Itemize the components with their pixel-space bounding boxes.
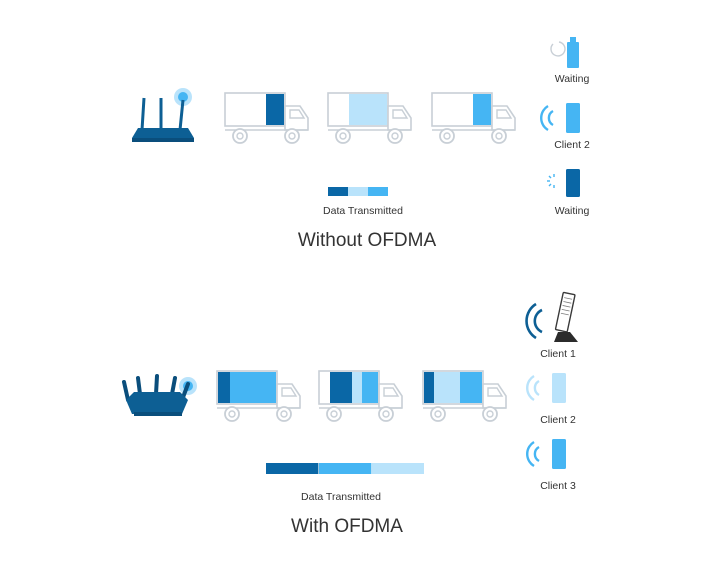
client-top-1-label: Waiting — [554, 73, 590, 85]
cargo-block — [329, 94, 349, 125]
client-bottom-2-label: Client 2 — [540, 414, 576, 426]
usb-adapter-waiting-icon — [550, 37, 579, 68]
data-transmitted-label: Data Transmitted — [301, 491, 381, 503]
cargo-block — [352, 372, 362, 403]
usb-adapter-client-1-icon — [525, 291, 578, 342]
cargo-block — [424, 372, 434, 403]
cargo-block — [460, 372, 482, 403]
cargo-block — [433, 94, 453, 125]
cargo-block — [226, 94, 246, 125]
truck-top-3 — [431, 92, 516, 144]
cargo-block — [330, 372, 352, 403]
cargo-block — [246, 94, 266, 125]
legend-segment — [372, 463, 424, 474]
data-transmitted-label: Data Transmitted — [323, 205, 403, 217]
legend-segment — [266, 463, 319, 474]
phone-client-2-icon — [526, 373, 566, 403]
cargo-block — [434, 372, 460, 403]
legend-segment — [348, 187, 368, 196]
client-bottom-1-label: Client 1 — [540, 348, 576, 360]
section-title: With OFDMA — [291, 516, 403, 537]
truck-bottom-3 — [422, 370, 507, 422]
cargo-block — [349, 94, 369, 125]
client-top-2-label: Client 2 — [554, 139, 590, 151]
data-transmitted-bar — [266, 463, 424, 474]
truck-top-2 — [327, 92, 412, 144]
truck-bottom-1 — [216, 370, 301, 422]
legend-segment — [368, 187, 388, 196]
data-transmitted-bar — [328, 187, 388, 196]
router-icon — [132, 88, 194, 142]
router-icon — [122, 374, 197, 416]
truck-bottom-2 — [318, 370, 403, 422]
client-top-3-label: Waiting — [554, 205, 590, 217]
cargo-block — [453, 94, 473, 125]
cargo-block — [362, 372, 378, 403]
legend-segment — [319, 463, 372, 474]
truck-top-1 — [224, 92, 309, 144]
phone-client-2-icon — [540, 103, 580, 133]
legend-segment — [328, 187, 348, 196]
section-title: Without OFDMA — [297, 230, 437, 251]
cargo-block — [266, 94, 284, 125]
cargo-block — [230, 372, 250, 403]
cargo-block — [369, 94, 387, 125]
phone-client-3-icon — [526, 439, 566, 469]
client-bottom-3-label: Client 3 — [540, 480, 576, 492]
phone-waiting-icon — [547, 169, 580, 197]
cargo-block — [218, 372, 230, 403]
cargo-block — [473, 94, 491, 125]
cargo-block — [250, 372, 276, 403]
